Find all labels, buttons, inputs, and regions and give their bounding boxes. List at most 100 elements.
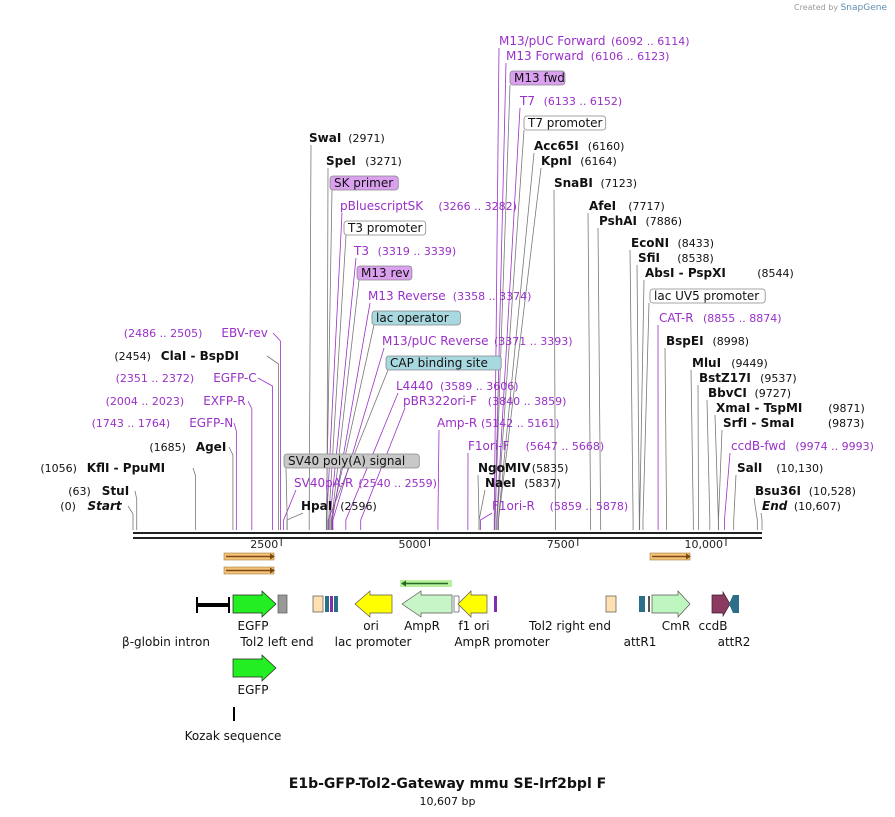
- site-position: (6106 .. 6123): [591, 50, 670, 63]
- tol2-left-end-feature: [277, 594, 288, 614]
- leader-line: [345, 392, 399, 530]
- leader-line: [553, 189, 556, 530]
- ori-feature: [354, 590, 393, 618]
- lac-promoter-feature: [312, 595, 324, 613]
- site-position: (10,130): [776, 462, 823, 475]
- site-label: XmaI - TspMI(9871): [716, 401, 865, 415]
- site-position: (9727): [755, 387, 792, 400]
- site-label: BspEI (8998): [666, 334, 749, 348]
- leader-line: [664, 347, 667, 530]
- feature-name: lac promoter: [335, 635, 412, 649]
- primer-label: F1ori-R: [492, 499, 535, 513]
- enzyme-label: KflI - PpuMI: [87, 461, 165, 475]
- site-label: F1ori-R (5859 .. 5878): [492, 499, 628, 513]
- site-label: T3(3319 .. 3339): [353, 244, 456, 258]
- leader-line: [308, 144, 312, 530]
- enzyme-label: NgoMIV: [478, 461, 531, 475]
- primer-label: L4440: [396, 379, 433, 393]
- ruler-tick-label: 5000: [399, 538, 427, 551]
- leader-line: [642, 302, 650, 530]
- leader-line: [480, 512, 493, 530]
- site-label: T3 promoter: [343, 220, 427, 236]
- feature-name: Kozak sequence: [185, 729, 282, 743]
- leader-line: [496, 129, 525, 530]
- site-label: M13/pUC Reverse (3371 .. 3393): [382, 334, 573, 348]
- enzyme-label: End: [762, 499, 788, 513]
- egfp-feature: [232, 590, 277, 618]
- site-label: T7(6133 .. 6152): [519, 94, 622, 108]
- primer-label: T3: [353, 244, 369, 258]
- leader-line: [498, 167, 542, 530]
- beta-globin-intron-feature: [196, 597, 230, 613]
- site-label: End(10,607): [762, 499, 841, 513]
- site-label: BbvCI (9727): [708, 386, 791, 400]
- ruler-tick-label: 2500: [250, 538, 278, 551]
- leader-line: [228, 446, 234, 530]
- site-label: M13 rev: [356, 265, 413, 281]
- primer-label: EGFP-N: [189, 416, 233, 430]
- site-label: SK primer: [329, 175, 399, 191]
- site-label: KflI - PpuMI(1056): [40, 461, 165, 475]
- ruler-tick-label: 10,000: [685, 538, 724, 551]
- leader-line: [330, 324, 375, 530]
- site-label: ClaI - BspDI(2454): [114, 349, 239, 363]
- site-position: (2486 .. 2505): [124, 327, 203, 340]
- site-label: AbsI - PspXI(8544): [645, 266, 794, 280]
- leader-line: [283, 489, 297, 530]
- site-position: (2540 .. 2559): [358, 477, 437, 490]
- leader-line: [233, 422, 237, 530]
- enzyme-label: EcoNI: [631, 236, 669, 250]
- feature-name: β-globin intron: [122, 635, 210, 649]
- site-position: (3840 .. 3859): [488, 395, 567, 408]
- enzyme-label: PshAI: [599, 214, 637, 228]
- leader-line: [247, 400, 253, 530]
- site-label: SV40pA-R(2540 .. 2559): [294, 476, 437, 490]
- site-label: M13 Forward(6106 .. 6123): [506, 49, 669, 63]
- primer-label: M13/pUC Reverse: [382, 334, 489, 348]
- site-label: pBR322ori-F(3840 .. 3859): [403, 394, 566, 408]
- site-labels: Start(0)StuI(63)KflI - PpuMI(1056)AgeI(1…: [40, 34, 874, 513]
- feature-track: [196, 590, 739, 721]
- site-label: Bsu36I(10,528): [755, 484, 856, 498]
- site-label: SV40 poly(A) signal: [283, 453, 420, 469]
- site-position: (5859 .. 5878): [550, 500, 629, 513]
- label-leader-lines: [127, 47, 763, 530]
- site-position: (6160): [588, 140, 625, 153]
- site-label: SnaBI(7123): [554, 176, 637, 190]
- leader-line: [325, 189, 333, 530]
- leader-line: [690, 369, 694, 530]
- site-label: T7 promoter: [523, 115, 607, 131]
- site-position: (10,528): [809, 485, 856, 498]
- site-position: (8998): [713, 335, 750, 348]
- enzyme-label: SnaBI: [554, 176, 593, 190]
- primer-label: EBV-rev: [221, 326, 267, 340]
- site-position: (2351 .. 2372): [116, 372, 195, 385]
- leader-line: [636, 264, 640, 530]
- leader-line: [478, 489, 486, 530]
- site-position: (63): [68, 485, 91, 498]
- feature-box-label: T7 promoter: [527, 116, 603, 130]
- enzyme-label: ClaI - BspDI: [161, 349, 239, 363]
- enzyme-label: AbsI - PspXI: [645, 266, 726, 280]
- leader-line: [496, 107, 521, 530]
- site-position: (3371 .. 3393): [494, 335, 573, 348]
- site-position: (7717): [628, 200, 665, 213]
- feature-box-label: M13 rev: [361, 266, 410, 280]
- site-position: (7886): [646, 215, 683, 228]
- site-position: (2596): [340, 500, 377, 513]
- feature-box-label: T3 promoter: [347, 221, 423, 235]
- primer-label: EXFP-R: [203, 394, 245, 408]
- enzyme-label: AfeI: [589, 199, 616, 213]
- primer-label: CAT-R: [659, 311, 694, 325]
- snapgene-credit: Created by SnapGene: [794, 3, 887, 13]
- enzyme-label: BbvCI: [708, 386, 747, 400]
- leader-line: [327, 369, 389, 530]
- site-label: M13 Reverse(3358 .. 3374): [368, 289, 531, 303]
- site-position: (5837): [524, 477, 561, 490]
- enzyme-label: BspEI: [666, 334, 704, 348]
- leader-line: [134, 490, 138, 530]
- site-label: SpeI(3271): [326, 154, 402, 168]
- enzyme-label: XmaI - TspMI: [716, 401, 802, 415]
